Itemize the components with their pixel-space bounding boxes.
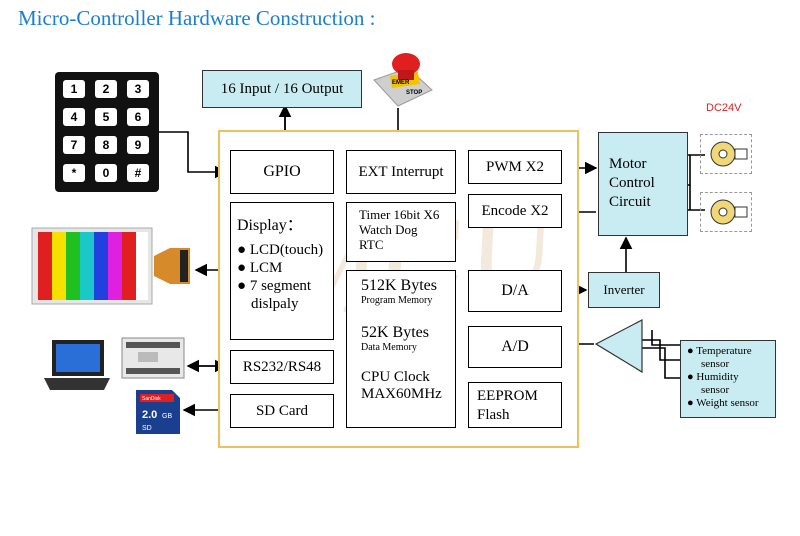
keypad-icon: 1 2 3 4 5 6 7 8 9 * 0 #: [55, 72, 159, 192]
program-memory-size: 512K Bytes: [361, 277, 437, 294]
motor-line-3: Circuit: [609, 194, 651, 210]
key-5: 5: [95, 108, 117, 126]
key-8: 8: [95, 136, 117, 154]
data-memory-label: Data Memory: [361, 342, 417, 353]
emergency-stop-icon: EMER STOP: [368, 50, 438, 110]
memory-cpu-block: 512K Bytes Program Memory 52K Bytes Data…: [346, 270, 456, 428]
sensor-temperature: ● Temperature: [687, 345, 752, 357]
timer-block: Timer 16bit X6 Watch Dog RTC: [346, 202, 456, 262]
eeprom-label: EEPROM: [477, 388, 538, 404]
sensor-humidity-label: Humidity: [696, 371, 739, 383]
eeprom-block: EEPROM Flash: [468, 382, 562, 428]
watchdog-line: Watch Dog: [359, 222, 418, 237]
sd-logo: SD: [142, 425, 152, 432]
sd-brand: SanDisk: [142, 396, 161, 402]
rs232-block: RS232/RS48: [230, 350, 334, 384]
motor-icon: [700, 192, 752, 232]
sensor-weight-label: Weight sensor: [696, 397, 759, 409]
motor-line-2: Control: [609, 175, 655, 191]
key-6: 6: [127, 108, 149, 126]
sensor-weight: ● Weight sensor: [687, 397, 759, 409]
key-3: 3: [127, 80, 149, 98]
estop-text-stop: STOP: [406, 90, 422, 96]
key-9: 9: [127, 136, 149, 154]
ad-block: A/D: [468, 326, 562, 368]
key-0: 0: [95, 164, 117, 182]
motor-icon: [700, 134, 752, 174]
motor-control-block: Motor Control Circuit: [598, 132, 688, 236]
lcd-screen-icon: [30, 226, 195, 306]
timer-line: Timer 16bit X6: [359, 207, 440, 222]
display-heading: Display：: [237, 217, 303, 234]
cpu-clock-label: CPU Clock: [361, 369, 430, 385]
plc-icon: [120, 332, 186, 382]
display-item-display: dislpaly: [251, 296, 299, 312]
sensor-temperature-sub: sensor: [701, 358, 730, 370]
pwm-block: PWM X2: [468, 150, 562, 184]
display-item-lcd: ● LCD(touch): [237, 242, 324, 258]
display-item-7seg: ● 7 segment: [237, 278, 312, 294]
dc-voltage-label: DC24V: [706, 102, 742, 114]
flash-label: Flash: [477, 407, 510, 423]
gpio-block: GPIO: [230, 150, 334, 194]
io-box: 16 Input / 16 Output: [202, 70, 362, 108]
sd-capacity: 2.0: [142, 409, 157, 421]
display-item-lcm-label: LCM: [249, 260, 283, 276]
amplifier-icon: [594, 318, 644, 374]
sensor-temperature-label: Temperature: [696, 345, 752, 357]
key-1: 1: [63, 80, 85, 98]
sensor-humidity: ● Humidity: [687, 371, 739, 383]
ext-interrupt-block: EXT Interrupt: [346, 150, 456, 194]
sd-unit: GB: [162, 413, 172, 420]
inverter-block: Inverter: [588, 272, 660, 308]
page-title: Micro-Controller Hardware Construction :: [18, 6, 376, 30]
display-block: Display： ● LCD(touch) ● LCM ● 7 segment …: [230, 202, 334, 340]
sdcard-block: SD Card: [230, 394, 334, 428]
key-hash: #: [127, 164, 149, 182]
encode-block: Encode X2: [468, 194, 562, 228]
key-star: *: [63, 164, 85, 182]
display-item-lcd-label: LCD(touch): [249, 242, 324, 258]
da-block: D/A: [468, 270, 562, 312]
sensor-block: ● Temperature sensor ● Humidity sensor ●…: [680, 340, 776, 418]
key-2: 2: [95, 80, 117, 98]
laptop-icon: [42, 338, 112, 394]
rtc-line: RTC: [359, 237, 384, 252]
key-4: 4: [63, 108, 85, 126]
display-item-lcm: ● LCM: [237, 260, 283, 276]
key-7: 7: [63, 136, 85, 154]
motor-line-1: Motor: [609, 156, 647, 172]
sd-card-icon: SanDisk 2.0 GB SD: [134, 388, 182, 436]
program-memory-label: Program Memory: [361, 295, 433, 306]
estop-text-emer: EMER: [392, 80, 410, 86]
cpu-clock-value: MAX60MHz: [361, 386, 442, 402]
display-item-7seg-label: 7 segment: [249, 278, 312, 294]
data-memory-size: 52K Bytes: [361, 324, 429, 341]
sensor-humidity-sub: sensor: [701, 384, 730, 396]
